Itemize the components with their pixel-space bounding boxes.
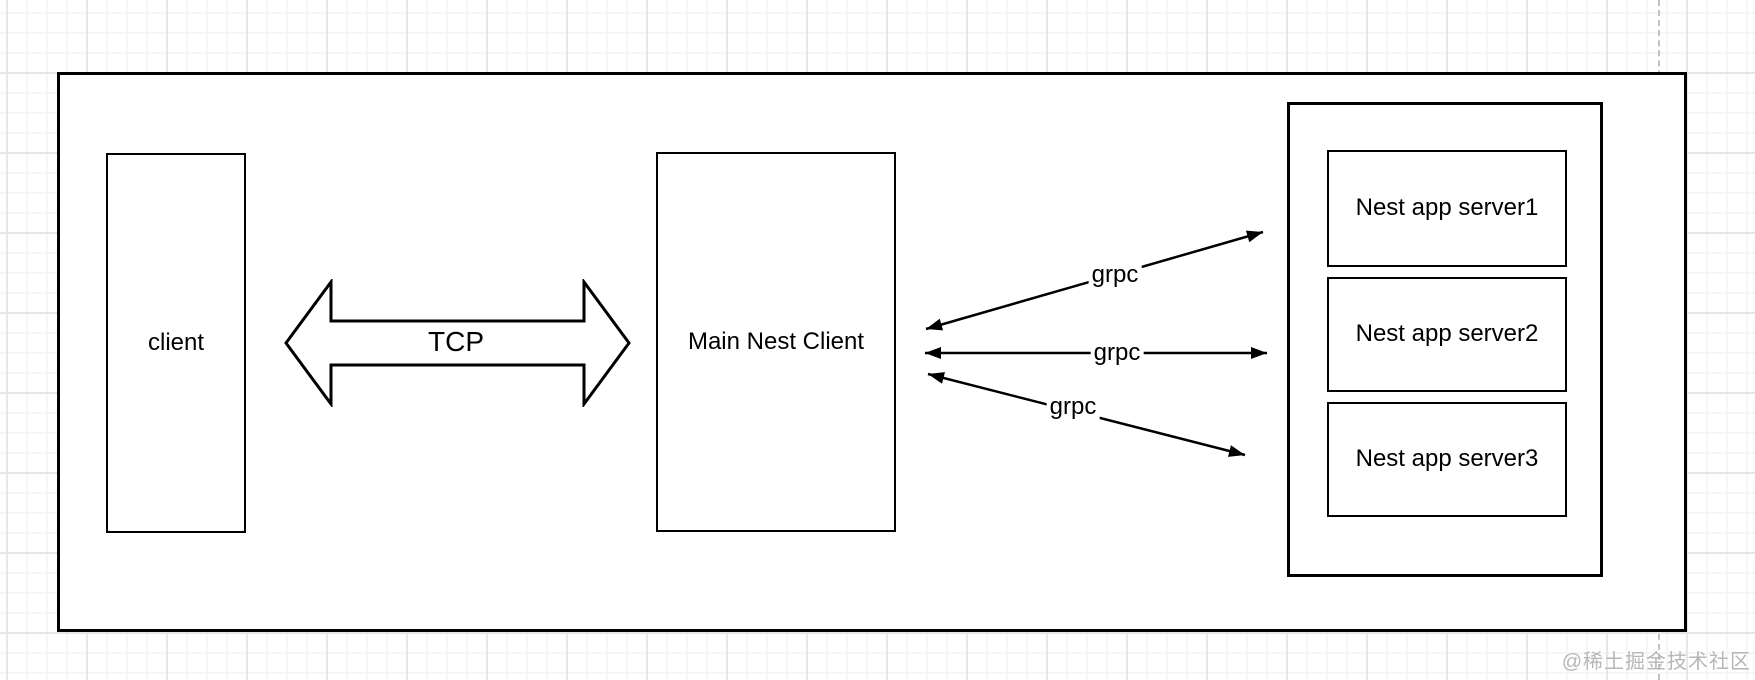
server1-node: Nest app server1 — [1327, 150, 1567, 267]
grpc-edge-label-1: grpc — [1088, 261, 1142, 289]
tcp-double-arrow — [284, 279, 631, 407]
server2-node: Nest app server2 — [1327, 277, 1567, 392]
main-nest-client-node-label: Main Nest Client — [687, 327, 865, 355]
grpc-edge-label-2: grpc — [1090, 339, 1144, 367]
watermark: @稀土掘金技术社区 — [1561, 651, 1751, 673]
server1-node-label: Nest app server1 — [1355, 194, 1539, 222]
servers-group-frame — [1287, 102, 1603, 577]
server3-node: Nest app server3 — [1327, 402, 1567, 517]
server2-node-label: Nest app server2 — [1355, 320, 1539, 348]
main-nest-client-node: Main Nest Client — [656, 152, 896, 532]
grpc-edge-label-3: grpc — [1046, 393, 1100, 421]
client-node: client — [106, 153, 246, 533]
server3-node-label: Nest app server3 — [1355, 445, 1539, 473]
tcp-edge-label: TCP — [428, 326, 484, 357]
client-node-label: client — [147, 328, 205, 356]
